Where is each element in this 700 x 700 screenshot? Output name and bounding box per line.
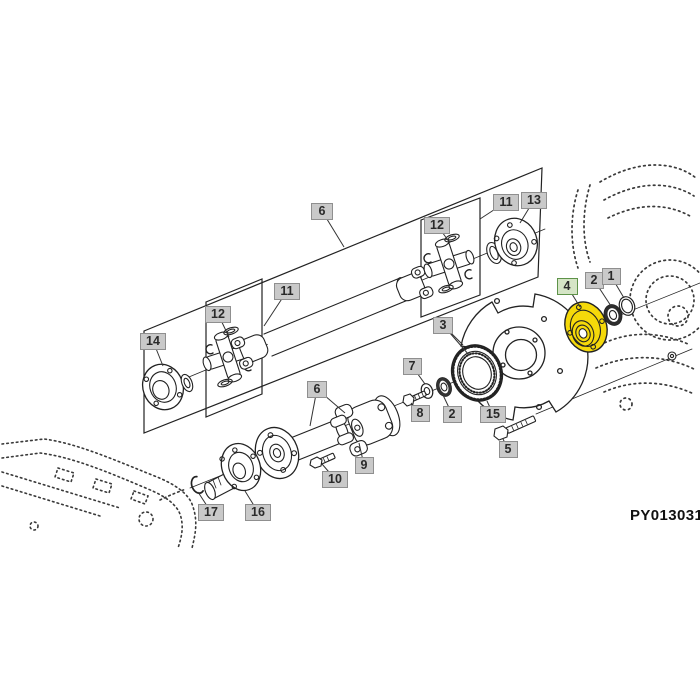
part-callout-14[interactable]: 14 <box>140 332 166 350</box>
ghost-transmission-housing <box>571 164 700 411</box>
bearing-cup-ring <box>217 378 233 388</box>
part-callout-8[interactable]: 8 <box>410 404 430 422</box>
driveshaft-6 <box>230 265 434 370</box>
part-callout-6[interactable]: 6 <box>311 202 333 220</box>
part-callout-12[interactable]: 12 <box>424 216 450 234</box>
part-callout-17[interactable]: 17 <box>198 503 224 521</box>
part-callout-12[interactable]: 12 <box>205 305 231 323</box>
part-callout-16[interactable]: 16 <box>245 503 271 521</box>
snap-clip <box>205 344 214 355</box>
part-callout-6[interactable]: 6 <box>307 380 327 398</box>
bearing-cup-ring <box>444 233 460 243</box>
bolt-5 <box>493 415 537 441</box>
hub-16 <box>204 442 262 501</box>
part-callout-9[interactable]: 9 <box>354 456 374 474</box>
part-callout-11[interactable]: 11 <box>274 282 300 300</box>
bearing-cup-ring <box>438 284 454 294</box>
companion-flange <box>254 426 300 480</box>
part-callout-7[interactable]: 7 <box>402 357 422 375</box>
part-callout-2[interactable]: 2 <box>442 405 462 423</box>
u-joint-cross-left <box>202 326 254 388</box>
highlighted-part-4[interactable] <box>558 296 614 358</box>
bearing-2-lower <box>436 377 452 397</box>
part-callout-10[interactable]: 10 <box>322 470 348 488</box>
snap-clip <box>423 253 432 264</box>
part-callout-11[interactable]: 11 <box>493 193 519 211</box>
bearing-cup-ring <box>223 326 239 336</box>
flange-yoke-13 <box>486 217 539 267</box>
u-joint-cross-top <box>423 233 475 294</box>
small-washer <box>667 351 677 361</box>
ghost-axle-housing <box>1 438 197 549</box>
ring-1 <box>618 296 636 316</box>
part-callout-3[interactable]: 3 <box>433 316 453 334</box>
part-callout-15[interactable]: 15 <box>480 405 506 423</box>
main-assembly-box <box>143 167 543 434</box>
part-callout-13[interactable]: 13 <box>521 191 547 209</box>
part-callout-1[interactable]: 1 <box>601 267 621 285</box>
image-code: PY013031 <box>630 507 700 524</box>
part-callout-2[interactable]: 2 <box>584 271 604 289</box>
flange-yoke-14 <box>141 363 194 411</box>
ujoint-box-left <box>205 278 263 418</box>
snap-clip <box>464 269 473 280</box>
bolt-10 <box>309 452 336 469</box>
part-callout-4[interactable]: 4 <box>556 277 578 295</box>
part-callout-5[interactable]: 5 <box>498 440 518 458</box>
